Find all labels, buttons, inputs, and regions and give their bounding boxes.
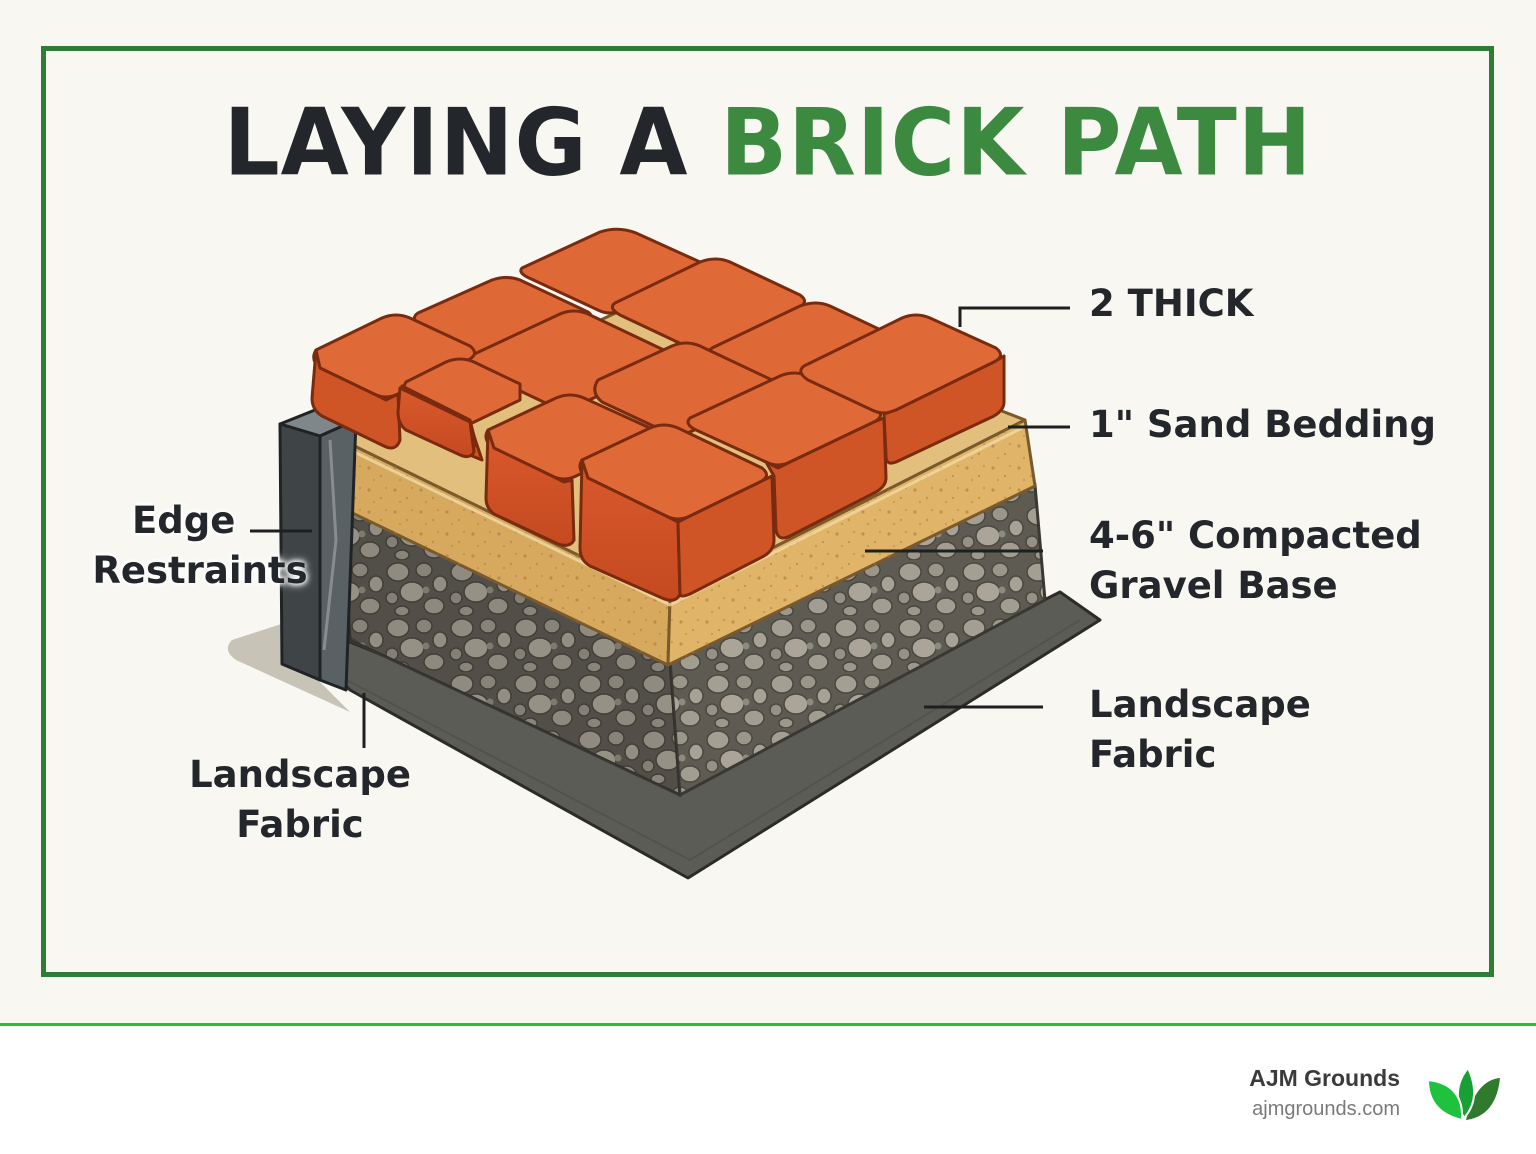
label-sand-bedding: 1" Sand Bedding (1089, 403, 1437, 446)
brick-pavers (310, 227, 1006, 602)
brick-path-cross-section-illustration (227, 227, 1102, 880)
label-edge-restraints: Edge Restraints (92, 499, 308, 592)
page-title: LAYING A BRICK PATH (0, 85, 1536, 201)
brand-url[interactable]: ajmgrounds.com (1252, 1098, 1400, 1120)
label-landscape-fabric-left: Landscape Fabric (189, 753, 411, 846)
label-gravel-base: 4-6" Compacted Gravel Base (1089, 514, 1422, 607)
infographic-poster: LAYING A BRICK PATH (0, 0, 1536, 1024)
footer (0, 1026, 1536, 1154)
title-highlight: BRICK PATH (720, 88, 1313, 197)
leader-lines (250, 306, 1070, 748)
leaf-logo-icon (1426, 1066, 1500, 1120)
footer-divider (0, 1023, 1536, 1026)
green-frame-border (41, 46, 1494, 977)
leader-2-thick (958, 306, 1070, 327)
title-prefix: LAYING A (223, 88, 721, 197)
label-2-thick: 2 THICK (1089, 282, 1254, 325)
brand-block: AJM Grounds ajmgrounds.com (1249, 1064, 1400, 1124)
brand-name: AJM Grounds (1249, 1065, 1400, 1091)
label-landscape-fabric-right: Landscape Fabric (1089, 683, 1311, 776)
